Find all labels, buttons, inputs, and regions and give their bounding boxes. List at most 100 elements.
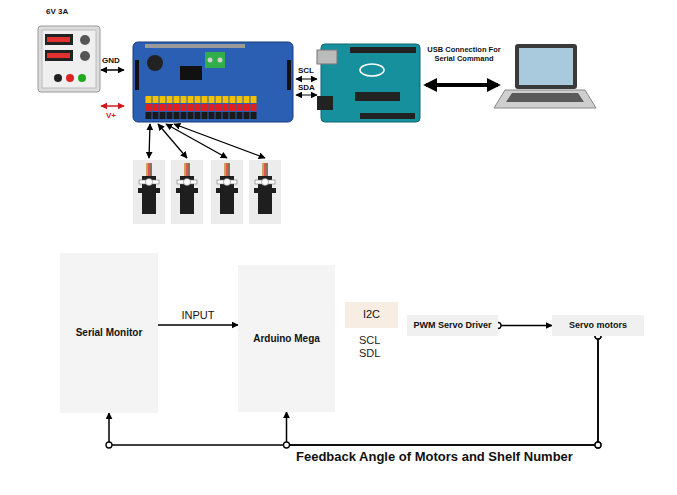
servo-tile [249, 160, 281, 224]
supply-terminal [78, 74, 86, 82]
box-text: Serial Monitor [76, 327, 143, 339]
terminal-block [205, 52, 225, 68]
signal-name: SDA [298, 83, 315, 92]
terminal-screw [208, 58, 213, 63]
arduino-board [317, 44, 420, 122]
supply-knob [80, 51, 90, 61]
feedback-note: Feedback Angle of Motors and Shelf Numbe… [296, 450, 573, 465]
pin-header [360, 113, 415, 119]
laptop-base [494, 90, 596, 108]
servo-lead [146, 163, 148, 176]
servo-wire [158, 124, 187, 158]
signal-name: SCL [298, 66, 314, 75]
servo-motor [171, 160, 203, 224]
process-box: I2C [345, 302, 398, 328]
gnd-wire [101, 69, 124, 71]
supply-digits [47, 37, 70, 42]
servo-hub [224, 179, 231, 186]
connection-note: USB Connection For Serial Command [421, 46, 507, 63]
box-text: Servo motors [569, 320, 627, 331]
pin-name: V+ [106, 111, 116, 120]
usb-cable [426, 83, 498, 87]
supply-panel [42, 30, 96, 88]
pin-header [350, 47, 416, 53]
signal-name: SCL SDL [359, 334, 380, 359]
servo-lead [266, 163, 268, 176]
usb-port [317, 50, 337, 64]
servo-tile [211, 160, 243, 224]
supply-terminal [54, 74, 62, 82]
supply-digits [47, 53, 70, 58]
board-pins [145, 44, 245, 48]
servo-lead [262, 163, 264, 176]
process-box: Arduino Mega [238, 265, 335, 412]
laptop-lid [515, 44, 577, 89]
servo-tile [171, 160, 203, 224]
supply-body [38, 26, 100, 92]
servo-hub [146, 179, 153, 186]
servo-flange [138, 188, 160, 193]
board-body [133, 42, 293, 122]
pin-name: GND [102, 56, 120, 65]
servo-wire [174, 124, 265, 158]
servo-tile [133, 160, 165, 224]
servo-driver-board [133, 42, 293, 122]
servo-flange [254, 188, 276, 193]
servo-lead [188, 163, 190, 176]
vplus-wire [101, 105, 124, 107]
power-supply [38, 26, 100, 92]
connector-arrow [109, 336, 598, 445]
junction-dot [595, 442, 601, 448]
process-box: PWM Servo Driver [407, 315, 498, 336]
box-text: PWM Servo Driver [413, 320, 491, 331]
supply-display [45, 34, 73, 45]
scl-wire [296, 79, 317, 80]
box-text: I2C [363, 308, 380, 321]
connector-arrow [158, 324, 238, 326]
power-jack [317, 96, 333, 110]
servo-flange [176, 188, 198, 193]
servo-lead [150, 163, 152, 176]
process-box: Servo motors [552, 315, 644, 336]
laptop-screen [519, 48, 573, 85]
board-logo [360, 64, 384, 76]
connector-arrow [498, 325, 552, 327]
junction-dot [106, 442, 112, 448]
servo-motor [133, 160, 165, 224]
servo-lead [264, 163, 266, 176]
servo-lead [186, 163, 188, 176]
microcontroller [355, 92, 400, 101]
board-pins [135, 60, 139, 90]
servo-motor [249, 160, 281, 224]
servo-lead [184, 163, 186, 176]
junction-dot [595, 442, 601, 448]
junction-dot [284, 442, 290, 448]
servo-wire [149, 124, 150, 158]
servo-lead [228, 163, 230, 176]
servo-headers [145, 96, 257, 120]
laptop-keyboard [506, 93, 584, 102]
servo-lead [224, 163, 226, 176]
process-box: Serial Monitor [60, 253, 158, 413]
servo-flange [216, 188, 238, 193]
terminal-screw [218, 58, 223, 63]
laptop [494, 44, 596, 108]
supply-display [45, 50, 73, 61]
supply-terminal [66, 74, 74, 82]
box-text: Arduino Mega [253, 333, 320, 345]
servo-hub [262, 179, 269, 186]
servo-hub [184, 179, 191, 186]
supply-rating: 6V 3A [46, 7, 68, 16]
sda-wire [296, 95, 317, 96]
edge-label: INPUT [180, 309, 217, 322]
capacitor [147, 55, 163, 71]
supply-knob [80, 35, 90, 45]
servo-lead [148, 163, 150, 176]
servo-motor [211, 160, 243, 224]
servo-lead [226, 163, 228, 176]
chip [180, 66, 202, 80]
board-pins [287, 60, 291, 90]
